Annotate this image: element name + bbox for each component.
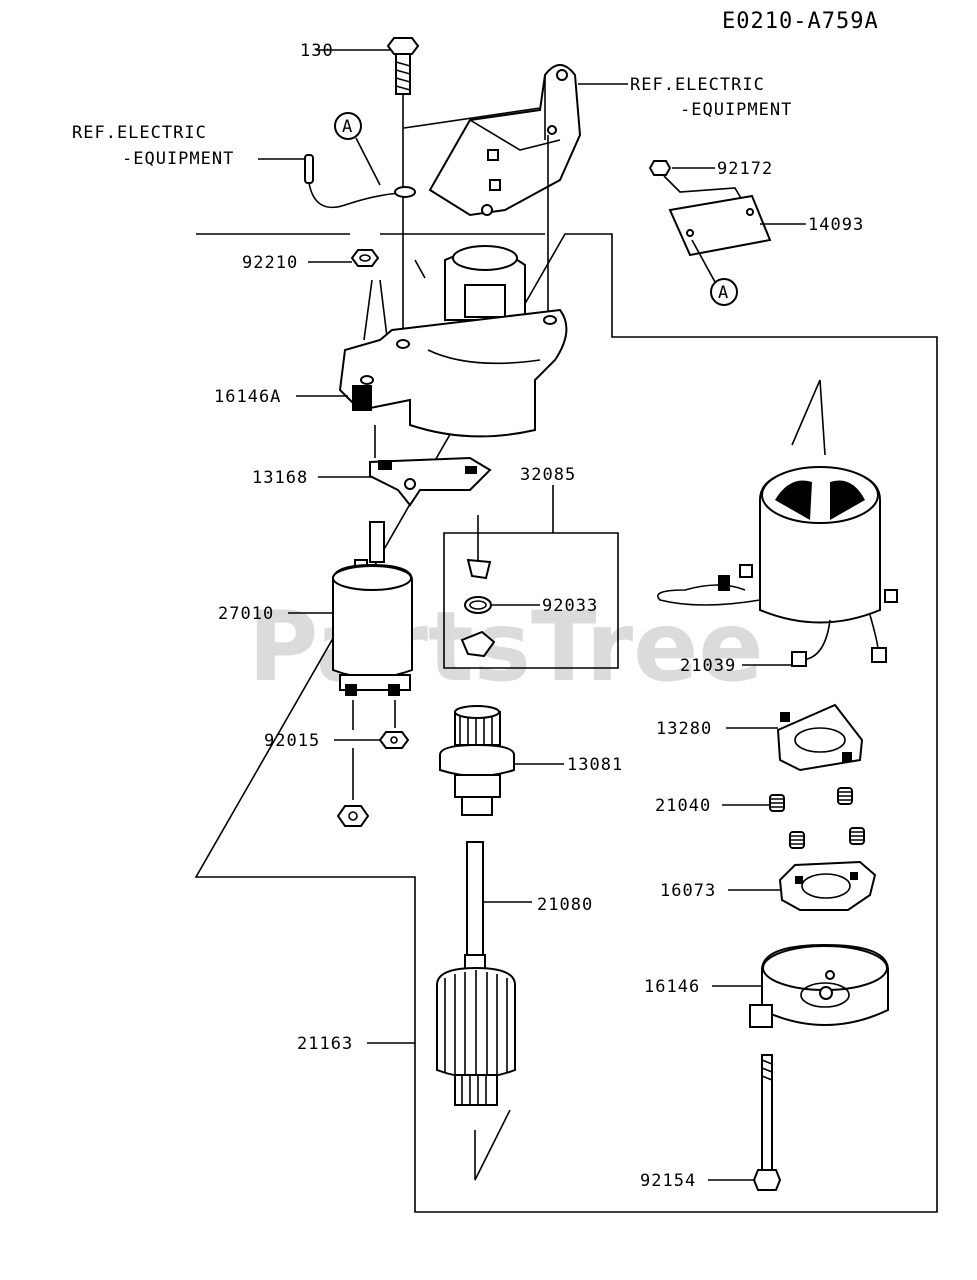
label-92172[interactable]: 92172 <box>717 159 773 179</box>
mounting-bracket <box>428 64 582 217</box>
label-16073[interactable]: 16073 <box>660 881 716 901</box>
ref-top-right-line2: -EQUIPMENT <box>680 100 792 120</box>
label-16146A[interactable]: 16146A <box>214 387 281 407</box>
diagram-code: E0210-A759A <box>722 9 879 34</box>
callout-a-right <box>710 278 738 306</box>
label-92033[interactable]: 92033 <box>542 596 598 616</box>
ref-top-right-line1: REF.ELECTRIC <box>630 75 765 95</box>
assembly-outline <box>194 233 938 1213</box>
yoke-field-coil-21039[interactable] <box>657 466 898 667</box>
screw-92172[interactable] <box>648 160 672 176</box>
label-13168[interactable]: 13168 <box>252 468 308 488</box>
solenoid-27010[interactable] <box>332 521 413 696</box>
label-32085[interactable]: 32085 <box>520 465 576 485</box>
watermark: PartsTree <box>248 591 763 703</box>
label-92154[interactable]: 92154 <box>640 1171 696 1191</box>
label-16146[interactable]: 16146 <box>644 977 700 997</box>
label-21040[interactable]: 21040 <box>655 796 711 816</box>
callout-a-top <box>334 112 362 140</box>
label-92015[interactable]: 92015 <box>264 731 320 751</box>
ground-wire <box>304 154 416 209</box>
kit-32085-box <box>443 485 619 669</box>
ref-left-line1: REF.ELECTRIC <box>72 123 207 143</box>
through-bolt-92154[interactable] <box>752 1054 782 1191</box>
ref-left-line2: -EQUIPMENT <box>122 149 234 169</box>
starter-housing-16146A[interactable] <box>338 245 568 438</box>
end-cover-16146[interactable] <box>749 943 889 1028</box>
label-14093[interactable]: 14093 <box>808 215 864 235</box>
callout-a-top-label: A <box>342 117 353 137</box>
springs-21040[interactable] <box>769 787 865 849</box>
pinion-gear-13081[interactable] <box>439 705 515 816</box>
bolt-130[interactable] <box>386 37 420 95</box>
label-21080[interactable]: 21080 <box>537 895 593 915</box>
label-92210[interactable]: 92210 <box>242 253 298 273</box>
plate-16073[interactable] <box>778 860 877 911</box>
insulator-kit-32085[interactable] <box>460 558 496 658</box>
cover-plate-14093[interactable] <box>668 194 772 257</box>
label-130[interactable]: 130 <box>300 41 334 61</box>
brush-plate-13280[interactable] <box>776 703 864 772</box>
label-21039[interactable]: 21039 <box>680 656 736 676</box>
label-21163[interactable]: 21163 <box>297 1034 353 1054</box>
label-13081[interactable]: 13081 <box>567 755 623 775</box>
armature-21163[interactable] <box>436 841 516 1106</box>
nut-92210[interactable] <box>350 249 380 267</box>
brush-holder-13168[interactable] <box>369 456 492 507</box>
label-27010[interactable]: 27010 <box>218 604 274 624</box>
callout-a-right-label: A <box>718 283 729 303</box>
label-13280[interactable]: 13280 <box>656 719 712 739</box>
nut-92015[interactable] <box>336 731 410 827</box>
